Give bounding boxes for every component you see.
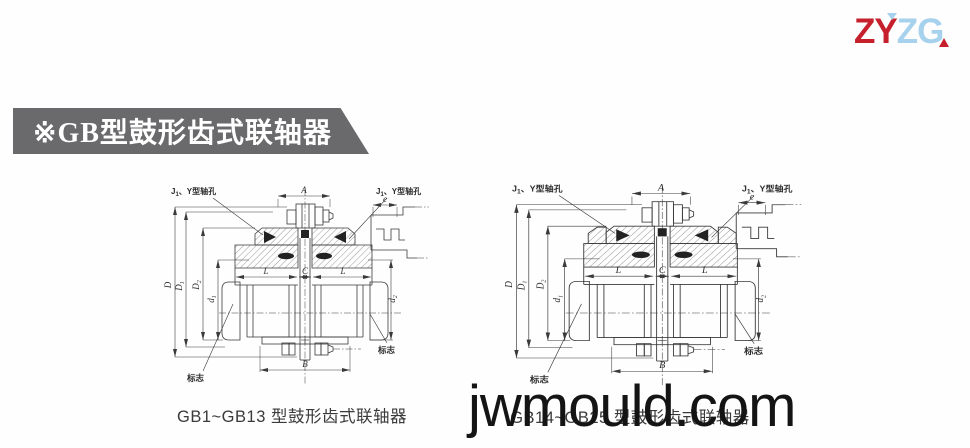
logo-text-zg: ZG: [896, 12, 945, 51]
mark-label-right: 标志: [743, 345, 763, 355]
dim-label-B: B: [659, 361, 665, 371]
dim-label-e: e: [750, 192, 755, 202]
dim-label-D1: D1: [174, 281, 186, 292]
dim-label-D: D: [163, 281, 173, 289]
dim-label-D1: D1: [516, 281, 529, 292]
dim-label-e: e: [383, 194, 387, 204]
bore-type-label-left: J1、Y型轴孔: [171, 186, 216, 198]
dim-label-d1: d1: [206, 295, 218, 303]
mark-label-right: 标志: [377, 345, 396, 355]
bore-type-label-right: J1、Y型轴孔: [742, 183, 793, 195]
mark-label-bottom-left: 标志: [186, 373, 205, 383]
dim-label-d2: d2: [387, 295, 399, 303]
logo-accent-triangle-top: [887, 13, 897, 20]
dim-label-D2: D2: [535, 279, 548, 290]
dim-label-d2: d2: [755, 294, 768, 302]
figure-caption-left: GB1~GB13 型鼓形齿式联轴器: [177, 408, 407, 426]
dim-label-A: A: [657, 183, 664, 193]
mark-label-bottom-left: 标志: [529, 374, 549, 384]
section-title-banner: ※GB型鼓形齿式联轴器: [13, 108, 369, 154]
watermark: jwmould.com: [468, 374, 796, 439]
bore-type-label-left: J1、Y型轴孔: [512, 183, 563, 195]
logo-accent-triangle-bottom: [939, 38, 949, 47]
section-title: ※GB型鼓形齿式联轴器: [33, 118, 332, 149]
bore-type-label-right: J1、Y型轴孔: [376, 186, 421, 198]
coupling-drawing-gb14-gb25: J1、Y型轴孔 J1、Y型轴孔 A e D D1 D2 d1 d2 L C L …: [504, 183, 808, 407]
dim-label-L-right: L: [701, 266, 708, 276]
dim-label-d1: d1: [552, 295, 565, 303]
dim-label-D: D: [504, 281, 515, 289]
dim-label-L-left: L: [262, 266, 268, 276]
dim-label-C: C: [659, 266, 666, 276]
dim-label-B: B: [302, 359, 308, 369]
brand-logo: ZYZG: [854, 12, 949, 54]
dim-label-A: A: [300, 185, 307, 195]
dim-label-L-right: L: [339, 266, 345, 276]
coupling-drawing-gb1-gb13: J1、Y型轴孔 J1、Y型轴孔 A e D D1 D2 d1 d2 L C L …: [163, 185, 435, 405]
figure-caption-right: GB14~GB25 型鼓形齿式联轴器: [510, 409, 750, 427]
dim-label-D2: D2: [191, 280, 203, 291]
dim-label-C: C: [302, 266, 309, 276]
dim-label-L-left: L: [615, 266, 622, 276]
